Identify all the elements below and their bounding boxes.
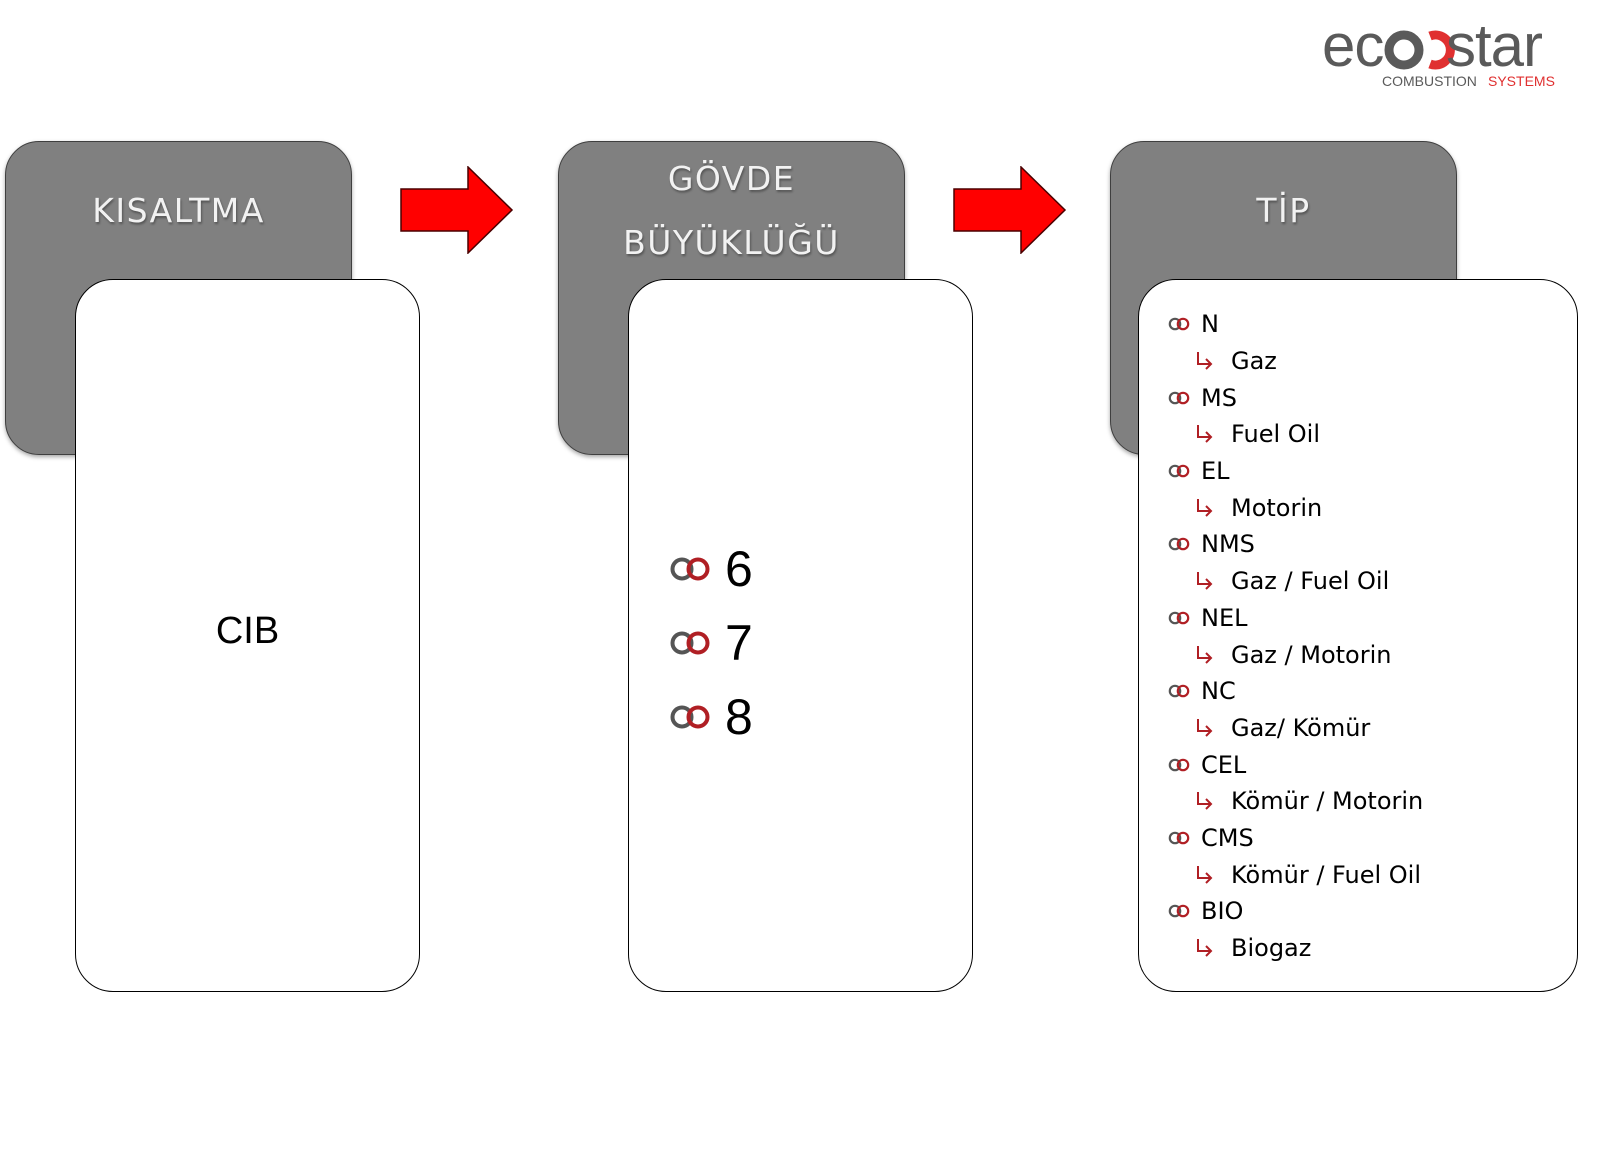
type-fuel-item: Biogaz <box>1167 930 1423 967</box>
link-icon <box>670 705 710 729</box>
type-code: MS <box>1201 383 1237 412</box>
body-size-value: 6 <box>725 541 753 597</box>
type-code: NMS <box>1201 530 1255 559</box>
type-code: CEL <box>1201 750 1247 779</box>
type-code: N <box>1201 310 1219 339</box>
arrow-return-icon <box>1197 352 1213 370</box>
logo-tagline-right: SYSTEMS <box>1488 73 1555 89</box>
type-fuel: Kömür / Fuel Oil <box>1231 860 1422 889</box>
header-tip: TİP <box>1256 190 1311 230</box>
type-code-item: NC <box>1167 673 1423 710</box>
arrow-return-icon <box>1197 425 1213 444</box>
link-icon <box>670 557 710 581</box>
type-code-item: NMS <box>1167 526 1423 563</box>
body-size-list: 6 7 8 <box>669 532 753 754</box>
list-item: 7 <box>669 606 753 680</box>
type-code-item: BIO <box>1167 893 1423 930</box>
type-fuel: Gaz <box>1231 347 1277 376</box>
list-item: 8 <box>669 680 753 754</box>
right-arrow-icon <box>953 166 1067 254</box>
type-fuel: Gaz / Fuel Oil <box>1231 567 1390 596</box>
link-icon <box>1168 905 1190 918</box>
svg-text:star: star <box>1446 14 1542 79</box>
link-icon <box>1168 831 1190 845</box>
link-icon <box>1168 758 1190 771</box>
body-size-value: 8 <box>725 689 753 745</box>
type-code: NC <box>1201 677 1236 706</box>
type-fuel-item: Kömür / Fuel Oil <box>1167 856 1423 893</box>
type-fuel: Biogaz <box>1231 934 1312 963</box>
type-fuel-item: Motorin <box>1167 489 1423 526</box>
link-icon <box>1168 611 1190 625</box>
arrow-return-icon <box>1197 572 1213 590</box>
type-fuel-item: Gaz <box>1167 343 1423 380</box>
type-fuel: Motorin <box>1231 493 1323 522</box>
type-code: NEL <box>1201 603 1248 632</box>
arrow-return-icon <box>1197 792 1213 810</box>
arrow-return-icon <box>1197 718 1213 737</box>
card-kisaltma: CIB <box>75 279 420 992</box>
link-icon <box>1168 684 1190 698</box>
type-code: CMS <box>1201 823 1254 852</box>
type-fuel: Kömür / Motorin <box>1231 787 1424 816</box>
type-fuel: Fuel Oil <box>1231 420 1320 449</box>
type-fuel: Gaz/ Kömür <box>1231 713 1371 742</box>
link-icon <box>1168 538 1190 551</box>
type-code-item: N <box>1167 306 1423 343</box>
header-govde-buyuklugu: GÖVDE BÜYÜKLÜĞÜ <box>623 158 840 262</box>
link-icon <box>1168 318 1190 331</box>
arrow-return-icon <box>1197 939 1213 957</box>
arrow-return-icon <box>1197 645 1213 664</box>
type-fuel-item: Fuel Oil <box>1167 416 1423 453</box>
svg-text:ec: ec <box>1322 14 1383 79</box>
body-size-value: 7 <box>725 615 753 671</box>
type-fuel-item: Gaz / Motorin <box>1167 636 1423 673</box>
arrow-return-icon <box>1197 498 1213 517</box>
logo-tagline-left: COMBUSTION <box>1382 73 1477 89</box>
type-fuel-item: Gaz / Fuel Oil <box>1167 563 1423 600</box>
ecostar-logo: ec star COMBUSTION SYSTEMS <box>1320 12 1590 94</box>
link-icon <box>1168 464 1190 478</box>
right-arrow-icon <box>400 166 514 254</box>
type-fuel-item: Gaz/ Kömür <box>1167 710 1423 747</box>
type-code-item: EL <box>1167 453 1423 490</box>
link-icon <box>1168 391 1190 405</box>
type-fuel-item: Kömür / Motorin <box>1167 783 1423 820</box>
link-icon <box>670 631 710 655</box>
type-code-item: CEL <box>1167 746 1423 783</box>
type-code-item: MS <box>1167 379 1423 416</box>
type-code: BIO <box>1201 897 1244 926</box>
abbreviation-value: CIB <box>215 610 280 652</box>
list-item: 6 <box>669 532 753 606</box>
type-code: EL <box>1201 457 1230 486</box>
type-fuel: Gaz / Motorin <box>1231 640 1392 669</box>
type-code-item: CMS <box>1167 820 1423 857</box>
card-govde-buyuklugu: 6 7 8 <box>628 279 973 992</box>
type-code-item: NEL <box>1167 600 1423 637</box>
arrow-return-icon <box>1197 865 1213 884</box>
header-kisaltma: KISALTMA <box>92 190 265 230</box>
